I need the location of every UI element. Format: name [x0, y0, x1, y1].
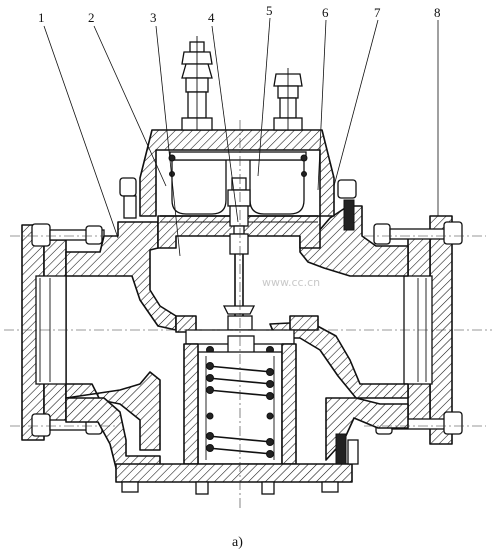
bonnet-bolt-right [337, 179, 357, 231]
leader-lines [43, 17, 439, 257]
bonnet [139, 129, 335, 249]
valve-stem [222, 177, 256, 331]
callout-5: 5 [266, 3, 273, 18]
left-flange-bolt-top [31, 223, 105, 247]
callout-7: 7 [374, 5, 381, 20]
callout-4: 4 [208, 10, 215, 25]
callout-8: 8 [434, 5, 441, 20]
callout-2: 2 [88, 10, 95, 25]
watermark: www.cc.cn [262, 276, 320, 289]
figure-caption: a) [232, 535, 243, 550]
bottom-cover [115, 433, 359, 495]
callout-labels: 1 2 3 4 5 6 7 8 [38, 3, 441, 25]
callout-6: 6 [322, 5, 329, 20]
bonnet-bolt-left [119, 177, 137, 219]
callout-1: 1 [38, 10, 45, 25]
left-fitting [181, 36, 213, 131]
centerlines [4, 120, 492, 508]
callout-3: 3 [150, 10, 157, 25]
right-fitting [273, 68, 303, 131]
right-flange-bolt-top [373, 221, 463, 245]
valve-body [65, 205, 409, 469]
upper-spring [206, 362, 274, 400]
